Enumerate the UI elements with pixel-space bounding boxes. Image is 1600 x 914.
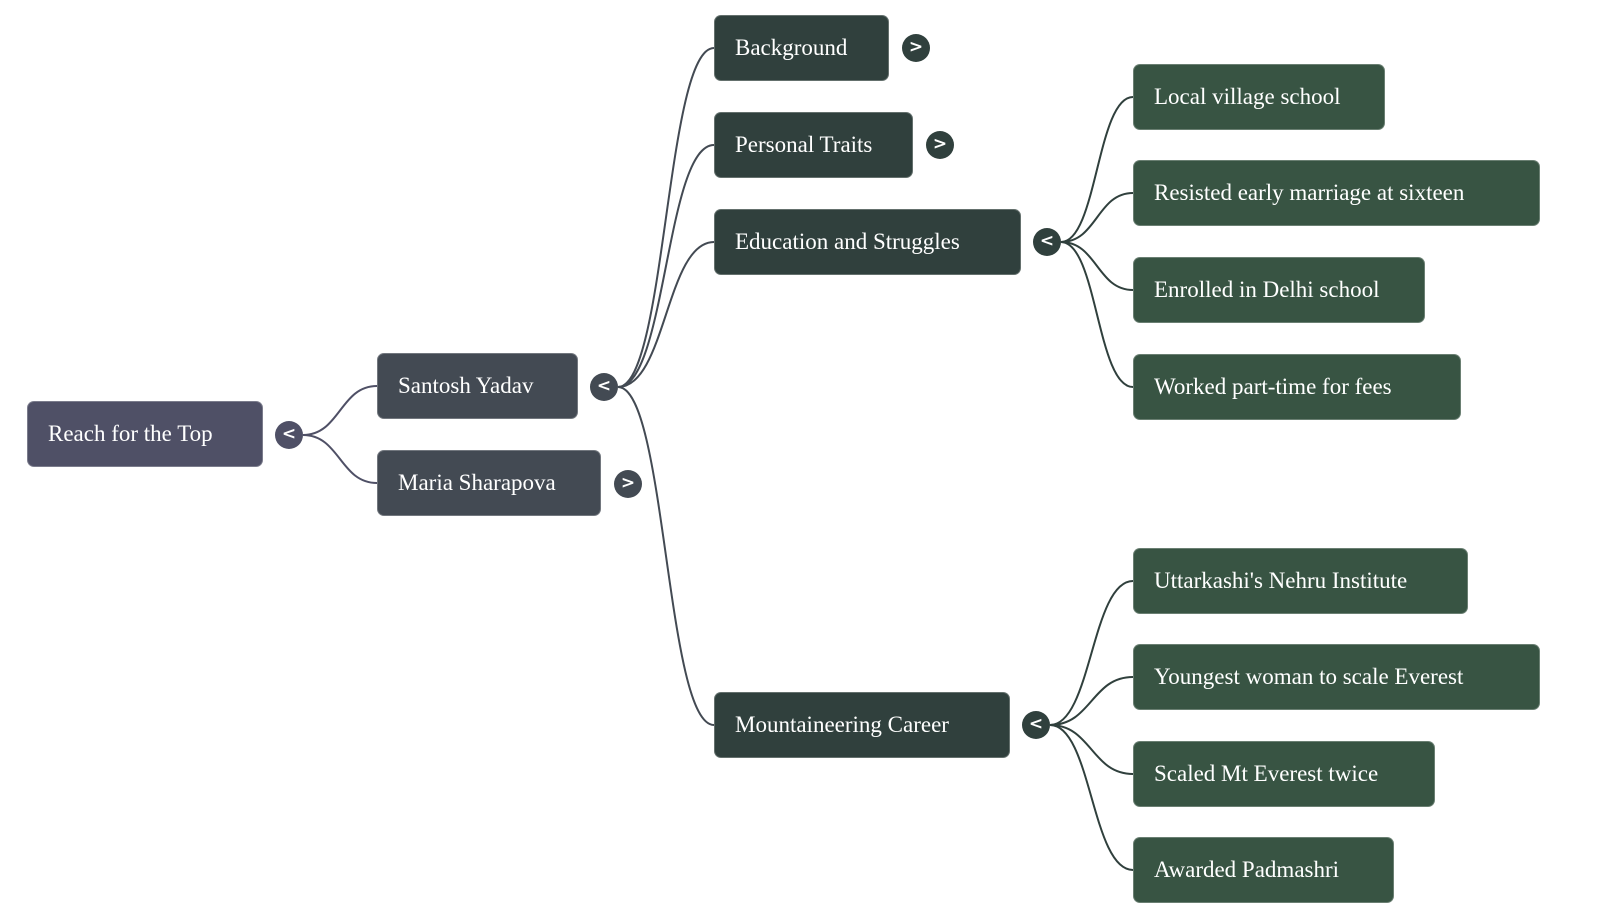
node-education-and-struggles[interactable]: Education and Struggles (714, 209, 1021, 275)
edge-santosh-education (617, 241, 715, 388)
edge-career-1 (1049, 580, 1134, 726)
node-scaled-everest-twice[interactable]: Scaled Mt Everest twice (1133, 741, 1435, 807)
node-mountaineering-career[interactable]: Mountaineering Career (714, 692, 1010, 758)
edge-santosh-career (617, 386, 715, 726)
edge-root-santosh (302, 385, 378, 436)
edge-edu-4 (1060, 241, 1134, 388)
edge-root-maria (302, 434, 378, 484)
node-uttarkashi-nehru-institute[interactable]: Uttarkashi's Nehru Institute (1133, 548, 1468, 614)
expand-toggle-maria-sharapova[interactable]: > (614, 470, 642, 498)
node-personal-traits[interactable]: Personal Traits (714, 112, 913, 178)
edge-career-4 (1049, 724, 1134, 871)
node-background[interactable]: Background (714, 15, 889, 81)
collapse-toggle-root[interactable]: < (275, 421, 303, 449)
edge-edu-2 (1060, 192, 1134, 243)
node-santosh-yadav[interactable]: Santosh Yadav (377, 353, 578, 419)
edge-santosh-traits (617, 144, 715, 388)
collapse-toggle-santosh-yadav[interactable]: < (590, 373, 618, 401)
edge-career-3 (1049, 724, 1134, 775)
node-resisted-early-marriage[interactable]: Resisted early marriage at sixteen (1133, 160, 1540, 226)
edge-edu-1 (1060, 96, 1134, 243)
edge-santosh-background (617, 47, 715, 388)
expand-toggle-personal-traits[interactable]: > (926, 131, 954, 159)
edge-career-2 (1049, 676, 1134, 726)
node-awarded-padmashri[interactable]: Awarded Padmashri (1133, 837, 1394, 903)
node-maria-sharapova[interactable]: Maria Sharapova (377, 450, 601, 516)
collapse-toggle-education[interactable]: < (1033, 228, 1061, 256)
root-node[interactable]: Reach for the Top (27, 401, 263, 467)
node-worked-part-time[interactable]: Worked part-time for fees (1133, 354, 1461, 420)
edge-edu-3 (1060, 241, 1134, 291)
node-youngest-woman-everest[interactable]: Youngest woman to scale Everest (1133, 644, 1540, 710)
expand-toggle-background[interactable]: > (902, 34, 930, 62)
node-enrolled-delhi-school[interactable]: Enrolled in Delhi school (1133, 257, 1425, 323)
collapse-toggle-mountaineering[interactable]: < (1022, 711, 1050, 739)
node-local-village-school[interactable]: Local village school (1133, 64, 1385, 130)
